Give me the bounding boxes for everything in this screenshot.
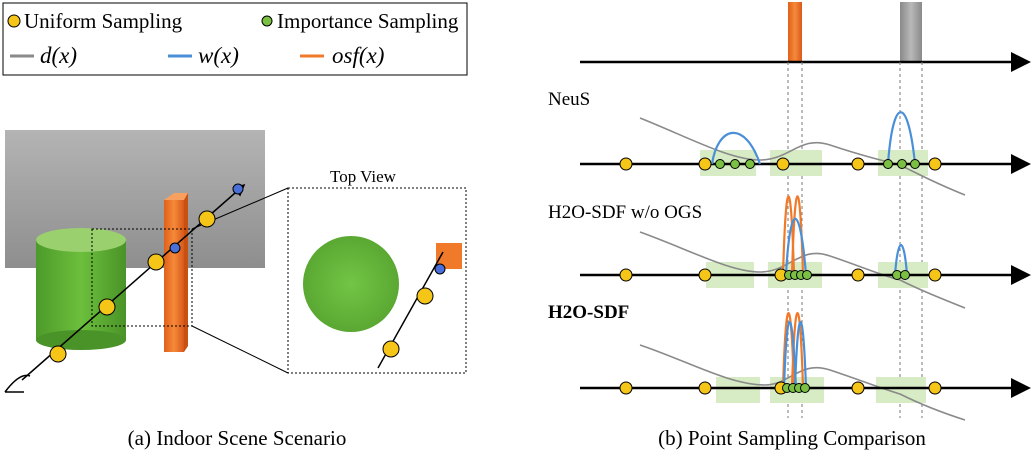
uniform-point [928,268,942,282]
highlight-region [876,377,926,403]
w-curve-label: w(x) [198,43,239,68]
ray-blue-point [169,242,181,254]
top-view-uniform-point [382,340,400,358]
ray-uniform-point [147,253,165,271]
w-curve [893,243,909,276]
indoor-scene: Top View (a) Indoor Scene Scenario [4,130,467,450]
legend-box [2,2,468,76]
uniform-point [776,157,790,171]
sampling-comparison: NeuS H2O-SDF w/o OGS [548,2,1031,450]
uniform-point [619,268,633,282]
uniform-point [851,381,865,395]
ray-uniform-point [198,210,216,228]
reference-orange-object [788,2,802,62]
ray-uniform-point [49,345,67,363]
top-view-blue-point [434,263,446,275]
comparison-caption: (b) Point Sampling Comparison [658,426,926,450]
cylinder-object [36,228,126,350]
importance-point [883,159,893,169]
reference-gray-object [900,2,922,62]
d-curve [639,231,966,309]
importance-point [800,383,810,393]
uniform-point [851,268,865,282]
uniform-point [851,157,865,171]
importance-point [897,159,907,169]
w-curve [782,320,798,389]
d-curve [639,117,966,196]
osf-curve-label: osf(x) [332,43,384,68]
importance-point [910,159,920,169]
ray-uniform-point [98,298,116,316]
row-h2o-sdf: H2O-SDF [548,302,1031,421]
legend: Uniform Sampling Importance Sampling d(x… [2,2,468,76]
uniform-point [698,157,712,171]
w-curve [886,111,917,165]
w-curve [784,217,808,276]
row-neus: NeuS [548,89,1031,196]
ray-blue-point [232,183,244,195]
uniform-point [928,381,942,395]
uniform-point [928,157,942,171]
importance-point [802,270,812,280]
importance-point [730,159,740,169]
row-label-h2o-sdf-wo-ogs: H2O-SDF w/o OGS [548,202,702,223]
uniform-point [698,268,712,282]
uniform-sampling-marker [7,14,21,28]
d-curve-label: d(x) [40,43,77,68]
row-h2o-sdf-wo-ogs: H2O-SDF w/o OGS [548,195,1031,309]
uniform-point [619,157,633,171]
top-view-label: Top View [330,167,397,186]
uniform-point [619,381,633,395]
uniform-point [698,381,712,395]
uniform-sampling-label: Uniform Sampling [24,9,183,33]
row-label-h2o-sdf: H2O-SDF [548,302,629,323]
w-curve [793,320,808,389]
zoom-connector-bottom [191,325,289,374]
importance-sampling-label: Importance Sampling [277,9,459,33]
top-view-uniform-point [416,287,434,305]
top-view-cylinder [303,236,399,332]
zoom-region [91,228,193,327]
camera-eye-icon [4,374,31,393]
w-curve [710,131,762,165]
importance-sampling-marker [261,15,273,27]
pillar-object [164,193,188,352]
row-label-neus: NeuS [548,89,590,110]
importance-point [715,159,725,169]
d-curve [639,344,966,421]
scene-caption: (a) Indoor Scene Scenario [128,426,347,450]
importance-point [900,270,910,280]
importance-point [745,159,755,169]
